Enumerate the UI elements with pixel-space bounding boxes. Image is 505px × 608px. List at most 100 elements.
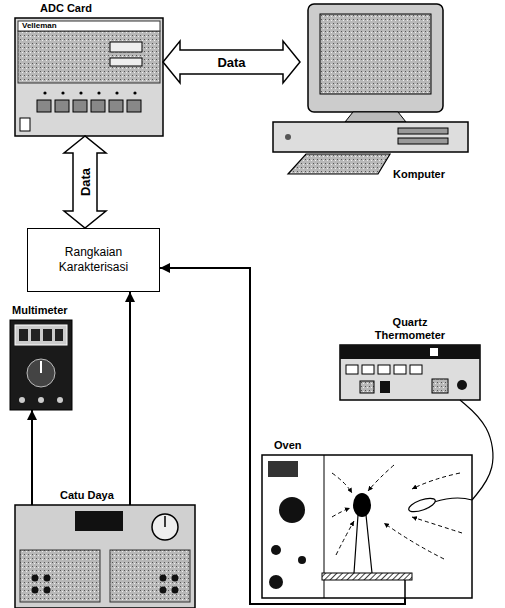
oven-illustration-part [322,573,412,580]
adc-card-illustration-part [91,100,105,112]
computer-illustration-part [320,14,431,94]
power-supply-illustration [15,505,195,608]
multimeter-illustration [10,320,72,410]
thermometer-illustration-part [362,365,374,374]
multimeter: Multimeter [10,320,72,410]
oven-illustration-part [332,465,462,559]
computer-illustration-part [398,138,448,144]
connector-line [460,400,493,500]
adc-card-illustration-part [55,100,69,112]
quartz-thermometer: Quartz Thermometer [340,345,480,400]
power-supply-illustration-part [164,516,166,527]
power-supply-illustration-part [20,550,100,602]
brand-label: Velleman [22,21,57,31]
power-supply-illustration-part [160,587,167,594]
oven: Oven [262,455,472,598]
thermometer-illustration-part [378,365,390,374]
oven-illustration [262,455,472,598]
computer: Komputer [300,2,475,167]
node-heading: Oven [274,439,302,452]
oven-illustration-part [407,496,437,515]
adc-card-illustration-part [18,31,160,83]
thermometer-illustration-part [410,365,422,374]
thermometer-illustration-part [457,380,467,390]
power-supply-illustration-part [15,505,195,608]
power-supply-illustration-part [172,587,179,594]
process-box: Rangkaian Karakterisasi [27,228,160,292]
connector-line [129,292,131,505]
power-supply-illustration-part [172,575,179,582]
oven-illustration-part [353,493,371,517]
adc-card-illustration-part [127,100,141,112]
adc-card-illustration-part [133,91,136,94]
connector-line [160,268,405,604]
thermometer-illustration-part [340,345,480,400]
thermometer-illustration-part [432,379,448,393]
node-heading: Quartz Thermometer [365,316,455,342]
adc-card-illustration [15,18,163,136]
connector-line [31,410,33,505]
power-supply-illustration-part [32,575,39,582]
oven-illustration-part-part [332,473,352,493]
adc-card-illustration-part [110,58,142,66]
oven-illustration-part-part [384,523,444,559]
adc-card-illustration-part [15,18,163,136]
power-supply-illustration-part [160,575,167,582]
computer-illustration [273,4,468,174]
computer-illustration-part [285,134,291,140]
multimeter-illustration-part [19,397,25,403]
multimeter-illustration-part [57,397,63,403]
oven-illustration-part [404,580,406,598]
multimeter-illustration-part [15,325,67,345]
power-supply-illustration-part [152,514,178,540]
thermometer-illustration-part [380,381,390,393]
oven-illustration-part [298,556,306,564]
oven-illustration-part-part [412,517,462,533]
multimeter-illustration-part [38,397,44,403]
adc-card-illustration-part [73,100,87,112]
adc-card-illustration-part [61,91,64,94]
box-label: Rangkaian Karakterisasi [44,245,144,275]
adc-card: ADC Card [15,18,163,136]
thermometer-illustration [340,345,480,400]
thermometer-illustration-part [394,365,406,374]
node-heading: Multimeter [12,304,68,317]
adc-card-illustration-part [110,42,142,52]
adc-card-illustration-part [37,100,51,112]
node-heading: ADC Card [40,2,92,15]
adc-card-illustration-part [20,118,30,131]
adc-card-illustration-part [97,91,100,94]
data-arrow [64,136,106,228]
power-supply: Catu Daya [15,505,195,608]
power-supply-illustration-part [44,575,51,582]
computer-illustration-part [308,4,443,112]
edge-label: Data [215,55,247,70]
oven-illustration-part-part [412,473,460,489]
multimeter-illustration-part [19,329,28,341]
adc-card-illustration-part [79,91,82,94]
computer-illustration-part [288,154,390,174]
multimeter-illustration-part [40,361,42,373]
multimeter-illustration-part [55,329,63,341]
oven-illustration-part [268,461,298,477]
oven-illustration-part-part [332,508,350,517]
node-heading: Komputer [393,168,445,181]
power-supply-illustration-part [110,550,190,602]
thermometer-illustration-part [340,345,480,359]
thermometer-illustration-part [430,348,438,356]
computer-illustration-part [398,128,448,134]
oven-illustration-part [434,498,472,502]
multimeter-illustration-part [10,320,72,410]
power-supply-illustration-part [44,587,51,594]
oven-illustration-part [271,545,281,555]
power-supply-illustration-part [32,587,39,594]
adc-card-illustration-part [115,91,118,94]
node-heading: Catu Daya [60,489,114,502]
adc-card-illustration-part [18,21,160,31]
oven-illustration-part [262,455,472,598]
multimeter-illustration-part [27,359,55,387]
adc-card-illustration-part [109,100,123,112]
